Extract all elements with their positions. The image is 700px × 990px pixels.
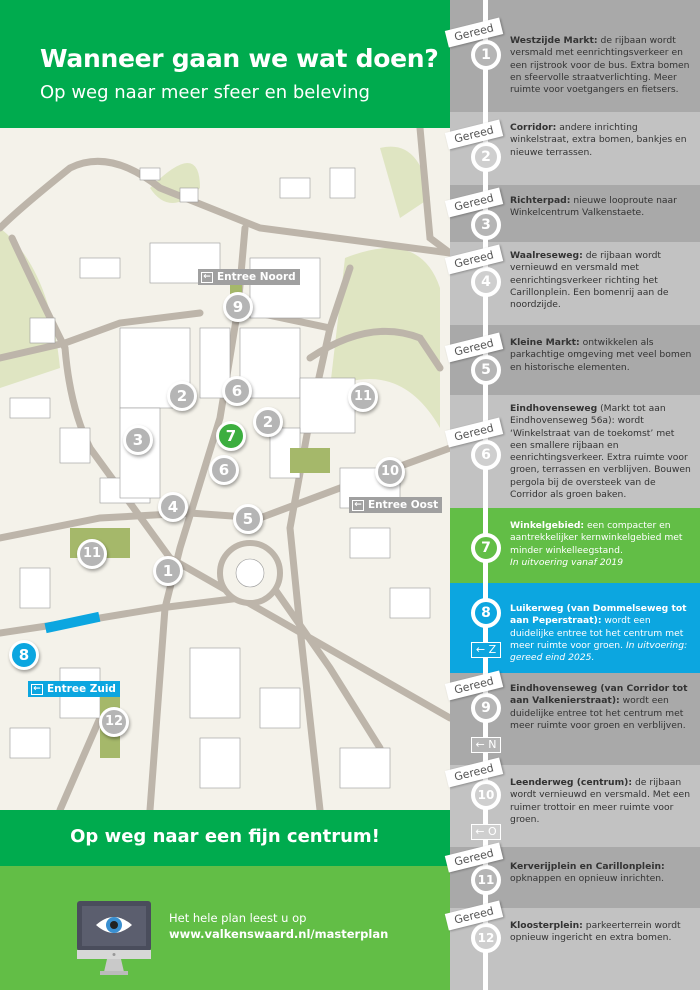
entree-zuid-label: ←Entree Zuid [28, 681, 120, 697]
timeline-title: Eindhovenseweg (van Corridor tot aan Val… [510, 683, 688, 707]
entrance-arrow-icon: ← [201, 271, 213, 283]
timeline-text: opknappen en opnieuw inrichten. [510, 873, 664, 885]
entrance-arrow-icon: ← [475, 825, 489, 838]
timeline-title: Luikerweg (van Dommelseweg tot aan Peper… [510, 603, 687, 627]
monitor-eye-icon [77, 901, 151, 975]
timeline-number-10: 10 [471, 780, 501, 810]
timeline-text: nieuwe looproute naar Winkelcentrum Valk… [510, 195, 677, 219]
timeline-text: (Markt tot aan Eindhovenseweg 56a): word… [510, 403, 691, 501]
timeline-text: andere inrichting winkelstraat, extra bo… [510, 122, 687, 158]
timeline-description: Corridor: andere inrichting winkelstraat… [510, 122, 692, 159]
timeline-description: Leenderweg (centrum): de rijbaan wordt v… [510, 777, 692, 826]
timeline-note: In uitvoering: gereed eind 2025. [510, 639, 688, 664]
timeline-text: de rijbaan wordt vernieuwd en versmald. … [510, 777, 691, 825]
timeline-number-6: 6 [471, 440, 501, 470]
map-marker-2b[interactable]: 2 [253, 407, 283, 437]
timeline-description: Eindhovenseweg (Markt tot aan Eindhovens… [510, 403, 692, 501]
timeline-description: Waalreseweg: de rijbaan wordt vernieuwd … [510, 250, 692, 311]
timeline-number-3: 3 [471, 210, 501, 240]
timeline-item-12: Kloosterplein: parkeerterrein wordt opni… [450, 908, 700, 990]
map-marker-11b[interactable]: 11 [77, 539, 107, 569]
header: Wanneer gaan we wat doen? Op weg naar me… [0, 0, 450, 128]
timeline-number-4: 4 [471, 267, 501, 297]
entree-noord-label: ←Entree Noord [198, 269, 300, 285]
map-marker-4[interactable]: 4 [158, 492, 188, 522]
timeline-title: Westzijde Markt: [510, 35, 598, 46]
timeline-text: wordt een duidelijke entree tot het cent… [510, 695, 686, 731]
page-title: Wanneer gaan we wat doen? [40, 44, 439, 73]
timeline-description: Richterpad: nieuwe looproute naar Winkel… [510, 195, 692, 220]
map-marker-12[interactable]: 12 [99, 707, 129, 737]
entrance-icon-N: ← N [471, 737, 501, 753]
map-marker-2[interactable]: 2 [167, 381, 197, 411]
city-map: ←Entree Noord ←Entree Oost ←Entree Zuid … [0, 128, 450, 810]
map-marker-3[interactable]: 3 [123, 425, 153, 455]
timeline-number-2: 2 [471, 142, 501, 172]
timeline-description: Kerverijplein en Carillonplein: opknappe… [510, 861, 692, 886]
map-marker-5[interactable]: 5 [233, 504, 263, 534]
map-marker-6b[interactable]: 6 [209, 455, 239, 485]
timeline-text: wordt een duidelijke entree tot het cent… [510, 615, 684, 651]
timeline-title: Corridor: [510, 122, 557, 133]
entrance-icon-Z: ← Z [471, 642, 501, 658]
map-marker-7[interactable]: 7 [216, 421, 246, 451]
timeline-title: Leenderweg (centrum): [510, 777, 633, 788]
timeline-number-1: 1 [471, 40, 501, 70]
masterplan-link[interactable]: www.valkenswaard.nl/masterplan [169, 927, 389, 941]
entrance-letter: Z [488, 643, 497, 656]
timeline-text: parkeerterrein wordt opnieuw ingericht e… [510, 920, 681, 944]
timeline-description: Winkelgebied: een compacter en aantrekke… [510, 520, 692, 569]
entrance-letter: O [488, 825, 497, 838]
timeline: Westzijde Markt: de rijbaan wordt versma… [444, 0, 700, 990]
timeline-text: ontwikkelen als parkachtige omgeving met… [510, 337, 692, 373]
timeline-note: In uitvoering vanaf 2019 [510, 556, 624, 568]
map-marker-10[interactable]: 10 [375, 457, 405, 487]
entree-oost-label: ←Entree Oost [349, 497, 443, 513]
timeline-number-12: 12 [471, 923, 501, 953]
entrance-arrow-icon: ← [31, 683, 43, 695]
timeline-description: Westzijde Markt: de rijbaan wordt versma… [510, 35, 692, 96]
timeline-title: Eindhovenseweg [510, 403, 598, 414]
timeline-number-8: 8 [471, 598, 501, 628]
timeline-line [483, 0, 488, 990]
timeline-number-7: 7 [471, 533, 501, 563]
entrance-arrow-icon: ← [475, 643, 489, 656]
timeline-title: Kleine Markt: [510, 337, 580, 348]
map-marker-1[interactable]: 1 [153, 556, 183, 586]
timeline-number-9: 9 [471, 693, 501, 723]
timeline-text: de rijbaan wordt versmald met eenrichtin… [510, 35, 690, 96]
entrance-arrow-icon: ← [475, 738, 489, 751]
timeline-description: Kleine Markt: ontwikkelen als parkachtig… [510, 337, 692, 374]
timeline-number-11: 11 [471, 865, 501, 895]
timeline-description: Eindhovenseweg (van Corridor tot aan Val… [510, 683, 692, 732]
entrance-letter: N [488, 738, 497, 751]
timeline-description: Kloosterplein: parkeerterrein wordt opni… [510, 920, 692, 945]
timeline-number-5: 5 [471, 355, 501, 385]
timeline-title: Richterpad: [510, 195, 571, 206]
map-marker-8[interactable]: 8 [9, 640, 39, 670]
footer: Het hele plan leest u op www.valkenswaar… [0, 866, 450, 990]
timeline-title: Kloosterplein: [510, 920, 583, 931]
timeline-title: Waalreseweg: [510, 250, 583, 261]
timeline-title: Kerverijplein en Carillonplein: [510, 861, 665, 872]
timeline-text: de rijbaan wordt vernieuwd en versmald m… [510, 250, 669, 311]
timeline-description: Luikerweg (van Dommelseweg tot aan Peper… [510, 603, 692, 664]
timeline-item-8: Luikerweg (van Dommelseweg tot aan Peper… [450, 583, 700, 673]
timeline-text: een compacter en aantrekkelijker kernwin… [510, 520, 683, 556]
footer-text: Het hele plan leest u op [169, 911, 307, 925]
entrance-icon-O: ← O [471, 824, 501, 840]
map-marker-9[interactable]: 9 [223, 292, 253, 322]
page-subtitle: Op weg naar meer sfeer en beleving [40, 82, 370, 103]
slogan-band: Op weg naar een fijn centrum! [0, 810, 450, 866]
map-marker-6[interactable]: 6 [222, 376, 252, 406]
entrance-arrow-icon: ← [352, 499, 364, 511]
map-marker-11[interactable]: 11 [348, 382, 378, 412]
timeline-title: Winkelgebied: [510, 520, 585, 531]
